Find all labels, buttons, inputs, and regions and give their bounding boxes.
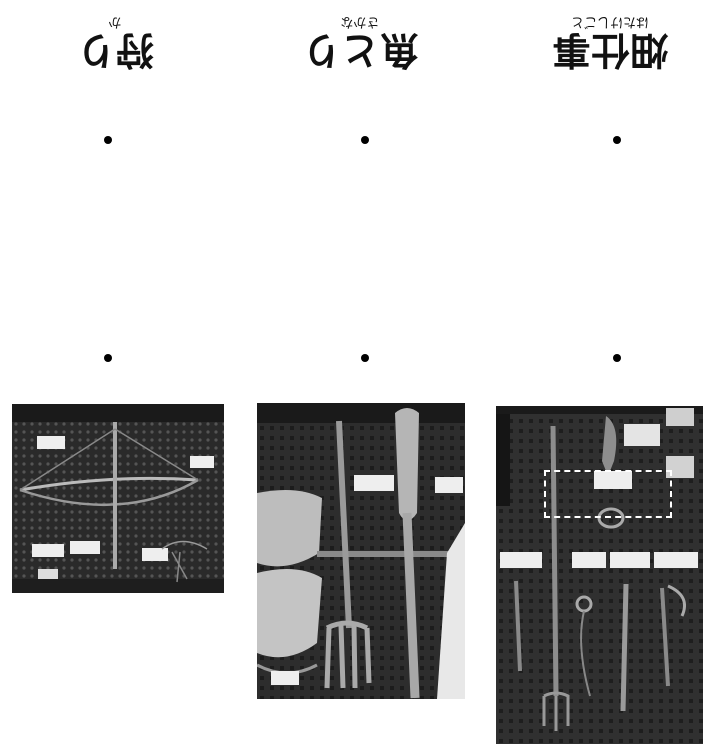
title-hunting-main: 狩り: [76, 28, 155, 72]
bullet-dot-icon: [361, 136, 369, 144]
photo-farming-tools: [496, 406, 703, 744]
highlight-frame: [544, 470, 672, 518]
farming-tools-illustration-icon: [496, 406, 703, 744]
bow-illustration-icon: [12, 404, 224, 593]
fishing-tools-illustration-icon: [257, 403, 465, 699]
photo-fishing-tools: [257, 403, 465, 699]
bullet-dot-icon: [104, 136, 112, 144]
bullet-dot-icon: [104, 354, 112, 362]
title-hunting-ruby: か: [108, 14, 122, 29]
title-fishing-ruby: さかな: [340, 14, 380, 29]
bullet-dot-icon: [361, 354, 369, 362]
bullet-dot-icon: [613, 136, 621, 144]
title-farming-main: 畑仕事: [551, 28, 669, 72]
title-hunting: 狩り か: [60, 14, 170, 72]
title-fishing: 魚とり さかな: [285, 14, 435, 72]
title-farming-ruby: はたけしごと: [571, 14, 649, 29]
photo-hunting-bow: [12, 404, 224, 593]
bullet-dot-icon: [613, 354, 621, 362]
title-fishing-main: 魚とり: [301, 28, 419, 72]
title-farming: 畑仕事 はたけしごと: [530, 14, 690, 72]
